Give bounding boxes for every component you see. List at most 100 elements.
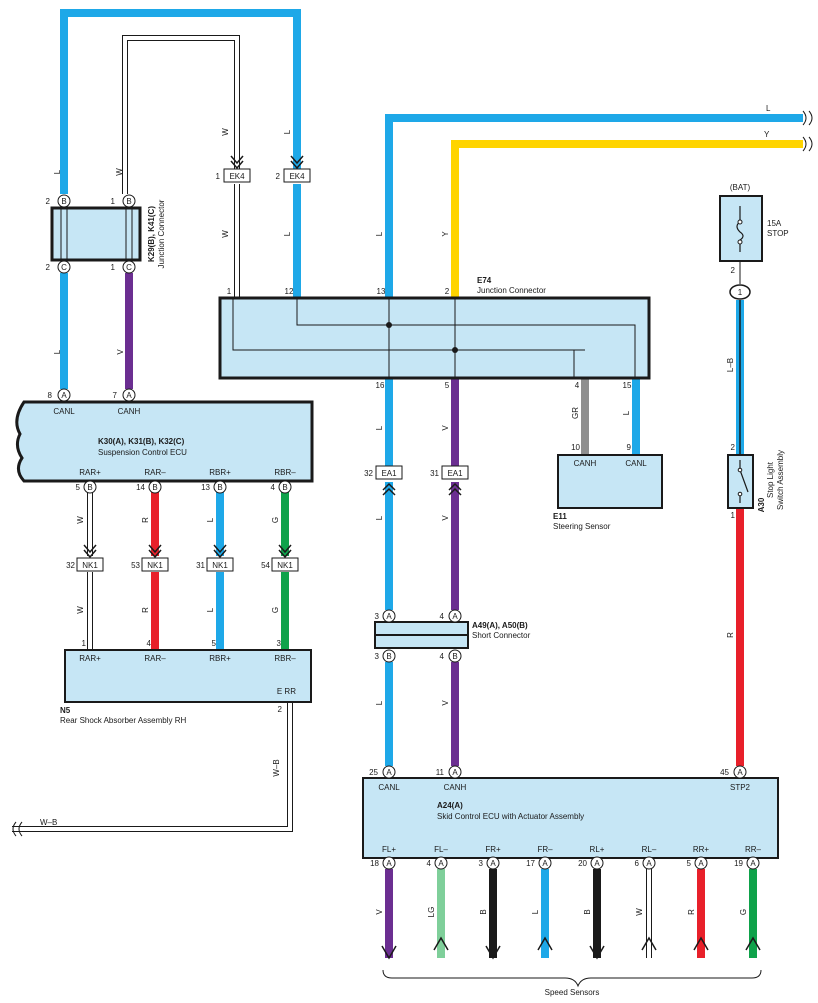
- speed-sensors-label: Speed Sensors: [545, 988, 600, 997]
- a30-pin-num: 2: [731, 443, 736, 452]
- e11-pin-num: 10: [571, 443, 580, 452]
- wire-label: W: [221, 128, 230, 136]
- a30-desc1: Stop Light: [766, 461, 775, 498]
- a49-pin-conn: A: [386, 612, 392, 621]
- e74-pin-bottom: 4: [575, 381, 580, 390]
- k29-pin-num: 1: [111, 197, 116, 206]
- wire-label: W: [115, 168, 124, 176]
- wire-label: V: [441, 700, 450, 706]
- a24-pin-label: FR+: [485, 845, 501, 854]
- a24-pin-num: 5: [687, 859, 692, 868]
- k29-pin-num: 2: [46, 197, 51, 206]
- e74-junction-box: [218, 296, 651, 380]
- a24-pin-label: FR–: [537, 845, 553, 854]
- wire-label: W–B: [272, 759, 281, 776]
- k29-pin-conn: C: [61, 263, 67, 272]
- a24-pin-circle: [590, 856, 604, 870]
- fuse-box: [719, 195, 763, 262]
- a24-pin-label: RR+: [693, 845, 710, 854]
- nk1-pin-num: 32: [66, 561, 75, 570]
- wire-label: W: [635, 908, 644, 916]
- k30-pin-num: 13: [201, 483, 210, 492]
- k30-canl: CANL: [53, 407, 75, 416]
- wire-l-bus: [385, 114, 803, 298]
- junction-dot: [452, 347, 458, 353]
- wire-label: V: [441, 425, 450, 431]
- n5-pin-label: RBR+: [209, 654, 231, 663]
- nk1-label: NK1: [82, 561, 98, 570]
- wire-label: L: [622, 410, 631, 415]
- a49-name: A49(A), A50(B): [472, 621, 528, 630]
- k30-name: K30(A), K31(B), K32(C): [98, 437, 185, 446]
- a24-pin-circle: [746, 856, 760, 870]
- k30-pin-conn: B: [282, 483, 287, 492]
- k29-pin-conn: B: [126, 197, 131, 206]
- a49-pin-conn: B: [452, 652, 457, 661]
- wire-label: LG: [427, 907, 436, 918]
- wire-label: L: [375, 231, 384, 236]
- k30-pin-conn: A: [61, 391, 67, 400]
- fuse-icon: [736, 206, 744, 252]
- a24-pin-conn: A: [386, 859, 392, 868]
- nk1-label: NK1: [277, 561, 293, 570]
- ek4-pin-num: 2: [276, 172, 281, 181]
- e74-pin-bottom: 15: [623, 381, 632, 390]
- a24-pin-label: FL–: [434, 845, 448, 854]
- wire-label: L–B: [726, 358, 735, 372]
- wire-label: B: [479, 909, 488, 914]
- a24-skid-control-ecu-box: [362, 777, 779, 859]
- e11-steering-sensor-box: [557, 454, 663, 509]
- pin-circles: [57, 194, 747, 779]
- a24-pin-conn: A: [594, 859, 600, 868]
- wire-wb-n5: [12, 702, 293, 832]
- wire-label: L: [283, 231, 292, 236]
- wire-y-bus: [451, 140, 803, 298]
- wire-label: V: [116, 349, 125, 355]
- n5-pin-num: 4: [147, 639, 152, 648]
- wire-label: Y: [764, 130, 770, 139]
- n5-pin-num: 1: [82, 639, 87, 648]
- arrow-up-icon: [745, 936, 761, 951]
- bat-label: (BAT): [730, 183, 751, 192]
- wire-label: L: [531, 909, 540, 914]
- arrow-up-icon: [693, 936, 709, 951]
- a24-pin-num: 11: [436, 768, 445, 777]
- n5-pin-label: RAR+: [79, 654, 101, 663]
- wire-label: L: [206, 517, 215, 522]
- e11-pin-num: 9: [627, 443, 632, 452]
- a24-pin-num: 19: [734, 859, 743, 868]
- e74-desc: Junction Connector: [477, 286, 546, 295]
- arrow-down-icon: [589, 945, 605, 960]
- k30-pin-num: 5: [76, 483, 81, 492]
- k29-pin-num: 1: [111, 263, 116, 272]
- wire-label: W–B: [40, 818, 57, 827]
- k30-pin-num: 8: [48, 391, 53, 400]
- k30-suspension-ecu-box: [15, 400, 314, 483]
- k29-name: K29(B), K41(C): [147, 206, 156, 262]
- fuse-pin-num: 2: [731, 266, 736, 275]
- wire-label: W: [76, 516, 85, 524]
- a24-pin-circle: [642, 856, 656, 870]
- a24-pin-circle: [694, 856, 708, 870]
- k30-pin-label: RAR+: [79, 468, 101, 477]
- a24-pin-circle: [486, 856, 500, 870]
- n5-pin-label: RBR–: [274, 654, 296, 663]
- a24-canh: CANH: [444, 783, 467, 792]
- a49-pin-num: 4: [440, 652, 445, 661]
- a24-pin-conn: A: [737, 768, 743, 777]
- k30-pin-conn: A: [126, 391, 132, 400]
- n5-rear-shock-box: [64, 649, 312, 703]
- wire-label: R: [726, 632, 735, 638]
- n5-pin-num: 3: [277, 639, 282, 648]
- a24-pin-conn: A: [750, 859, 756, 868]
- a49-desc: Short Connector: [472, 631, 531, 640]
- a30-desc2: Switch Assembly: [776, 450, 785, 510]
- ea1-label: EA1: [381, 469, 397, 478]
- n5-id: N5: [60, 706, 71, 715]
- e11-canh: CANH: [574, 459, 597, 468]
- a24-pin-conn: A: [542, 859, 548, 868]
- nk1-pin-num: 53: [131, 561, 140, 570]
- a24-pin-num: 45: [720, 768, 729, 777]
